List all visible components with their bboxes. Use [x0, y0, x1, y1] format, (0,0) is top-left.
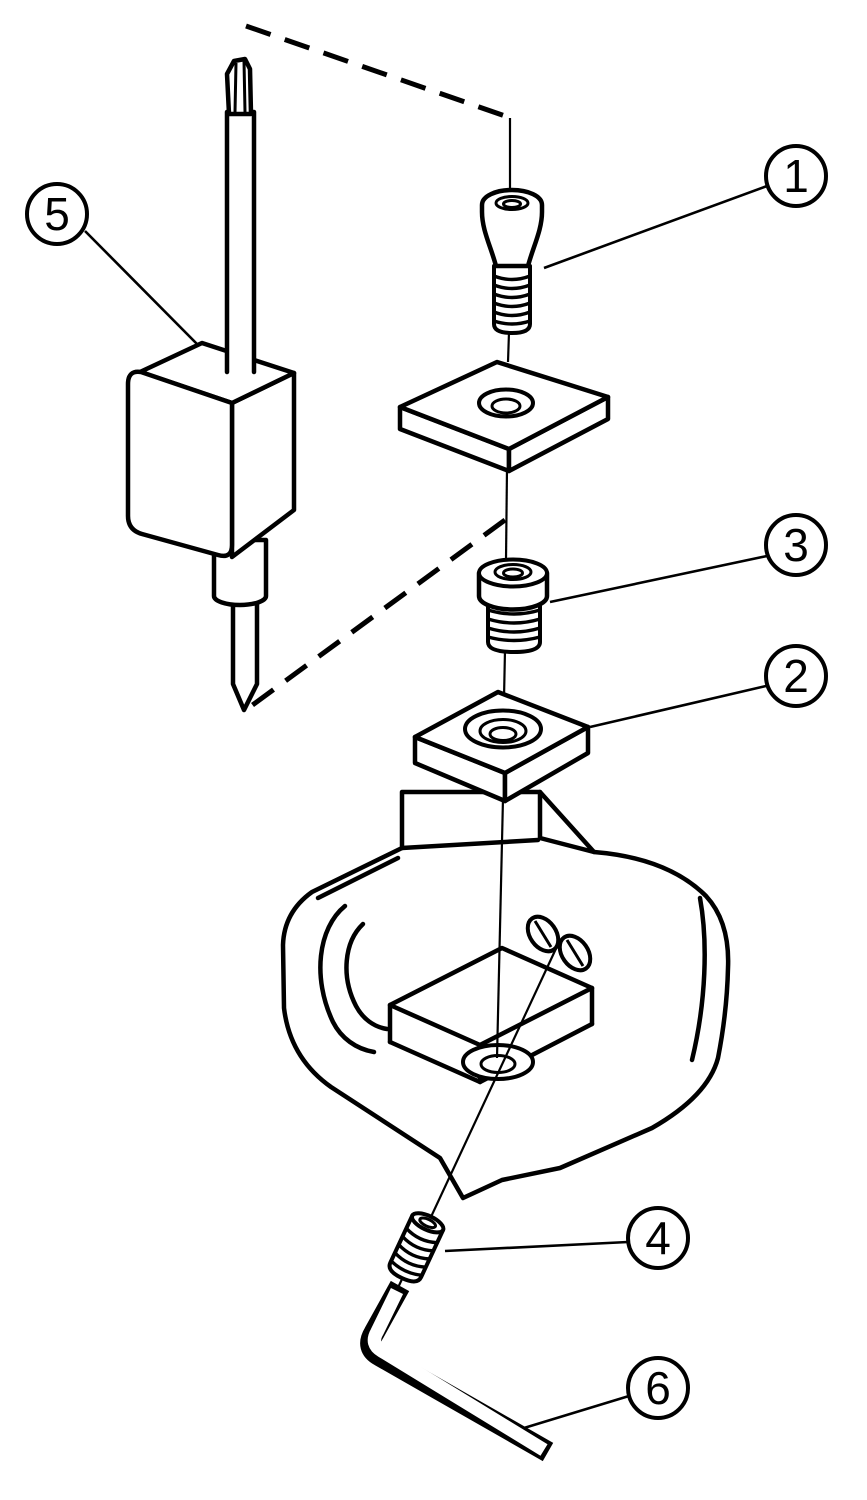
callout-5-label: 5: [44, 188, 70, 240]
dashed-axis-lower: [241, 517, 507, 715]
callout-2-balloon: [764, 644, 828, 708]
callout-5-balloon: [25, 182, 89, 246]
insert-pocket-floor: [387, 1021, 595, 1085]
hex-key-fill: [367, 1288, 548, 1456]
center-axis-segment: [506, 331, 511, 363]
center-axis-segment: [502, 649, 507, 699]
shim-screw-socket: [493, 563, 533, 581]
center-axis-segment: [495, 797, 505, 1059]
callout-1-balloon: [764, 144, 828, 208]
dashed-axis-upper: [245, 23, 509, 120]
shim-screw-threads: [486, 608, 542, 643]
callout-3-label: 3: [783, 519, 809, 571]
callout-2-leader: [589, 684, 767, 729]
torque-driver: [125, 56, 297, 713]
shim-hole-countersink: [478, 718, 528, 744]
set-screw-threads: [389, 1226, 439, 1278]
driver-lower-shaft: [230, 589, 260, 713]
shim-screw: [476, 557, 550, 654]
callout-4-label: 4: [645, 1212, 671, 1264]
center-axis-segment: [504, 467, 509, 561]
callout-4-leader: [444, 1240, 629, 1253]
hex-key: [360, 1280, 554, 1462]
insert-screw-socket: [494, 195, 530, 211]
insert-screw-threads: [492, 274, 532, 326]
shim-screw-head-top: [477, 557, 549, 589]
callouts: 1 5 3 2 4 6: [25, 144, 828, 1420]
insert-screw-socket-inner: [502, 199, 522, 209]
set-screw: [387, 1211, 446, 1284]
body-tab-base: [399, 837, 541, 851]
insert-screw-head: [479, 187, 545, 269]
body-right-face-line: [689, 895, 707, 1063]
driver-tip-flutes: [233, 60, 247, 113]
clamp-hole-right-slot: [565, 939, 585, 967]
shim-plate: [412, 689, 591, 804]
body-tab-edge: [537, 789, 597, 855]
insert-hole-inner: [490, 397, 522, 415]
shim-screw-socket-inner: [502, 567, 524, 579]
callout-1-label: 1: [783, 150, 809, 202]
callout-5-leader: [84, 230, 199, 346]
assembly-guide-lines: [84, 23, 768, 1430]
callout-3-leader: [549, 554, 768, 604]
cutting-insert: [397, 359, 611, 474]
insert-screw: [479, 187, 545, 335]
body-groove-inner: [344, 921, 390, 1032]
callout-2-label: 2: [783, 650, 809, 702]
shim-hole-inner: [488, 726, 518, 742]
tool-body: [280, 789, 731, 1201]
driver-upper-shaft: [224, 109, 257, 375]
body-shoulder-line: [315, 855, 401, 901]
callout-6-label: 6: [645, 1362, 671, 1414]
callout-3-balloon: [764, 513, 828, 577]
body-groove-outer: [318, 903, 377, 1055]
hex-key-outline: [360, 1280, 554, 1462]
driver-torx-tip: [224, 56, 254, 117]
clamp-hole-left-slot: [533, 920, 553, 948]
callout-1-leader: [543, 184, 768, 270]
set-screw-socket: [418, 1216, 438, 1230]
callout-6-balloon: [626, 1356, 690, 1420]
driver-handle-front-face: [125, 369, 235, 559]
callout-4-balloon: [626, 1206, 690, 1270]
callout-6-leader: [523, 1394, 630, 1430]
